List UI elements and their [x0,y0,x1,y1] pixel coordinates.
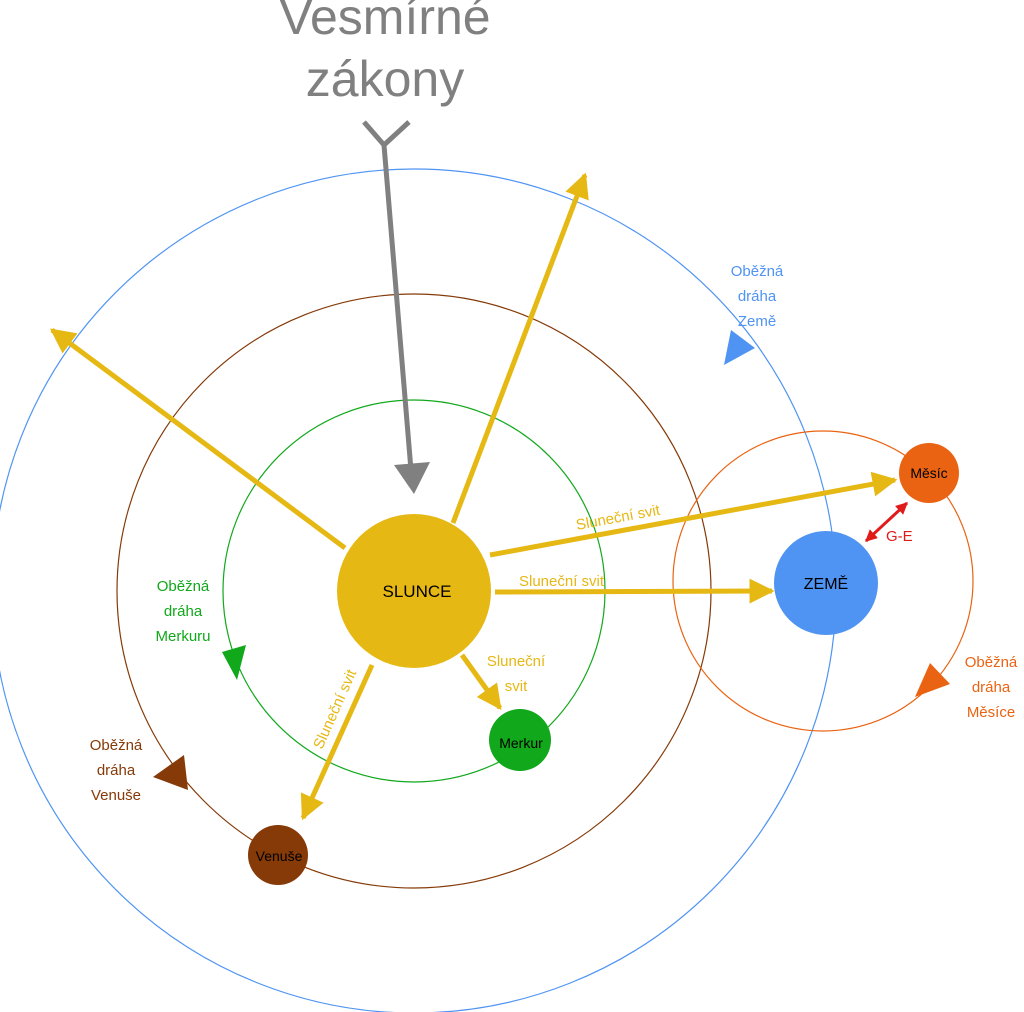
venus-orbit-label-1: Oběžná [90,737,143,754]
title-connector-fork [362,120,411,149]
moon-label: Měsíc [910,465,947,481]
title-line-1: Vesmírné [279,0,491,45]
moon-orbit-label-3: Měsíce [967,704,1015,721]
moon-orbit-arrow [915,663,950,697]
earth-orbit-label-1: Oběžná [731,263,784,280]
mercury-orbit-label-2: dráha [164,603,203,620]
venus-orbit-label-3: Venuše [91,787,141,804]
sun [337,514,491,668]
title-to-sun-arrowhead [394,462,430,494]
ray-to-earth [494,578,775,604]
mercury-label: Merkur [499,735,543,751]
venus-orbit-label: Oběžná dráha Venuše [90,737,143,804]
sun-label: SLUNCE [383,582,452,601]
ray-to-mercury-label-2: svit [505,678,528,695]
diagram-title: Vesmírné zákony [270,0,500,110]
gravity-label: G-E [886,528,913,545]
venus-orbit-arrow [153,755,188,790]
venus [248,825,308,885]
venus-orbit-label-2: dráha [97,762,136,779]
ray-up-left [49,327,347,551]
mercury-orbit-label: Oběžná dráha Merkuru [155,578,210,645]
moon-orbit-label-2: dráha [972,679,1011,696]
moon-orbit [672,430,974,732]
gravity-arrow [864,501,909,543]
earth-orbit-label-2: dráha [738,288,777,305]
mercury-orbit-label-3: Merkuru [155,628,210,645]
ray-to-earth-label: Sluneční svit [519,573,605,590]
earth-orbit-arrow [724,330,755,365]
ray-to-mercury-label-1: Sluneční [487,653,546,670]
mercury [489,709,551,771]
mercury-orbit-label-1: Oběžná [157,578,210,595]
ray-to-venus [300,663,375,821]
earth-orbit-label: Oběžná dráha Země [731,263,784,330]
ray-to-moon [489,471,898,558]
moon-orbit-label: Oběžná dráha Měsíce [965,654,1018,721]
moon-orbit-label-1: Oběžná [965,654,1018,671]
title-to-sun-arrow [381,144,414,471]
earth-orbit-label-3: Země [738,313,776,330]
moon [899,443,959,503]
ray-up-right [450,172,589,524]
venus-label: Venuše [256,848,303,864]
ray-to-mercury [459,653,503,711]
mercury-orbit-arrow [222,645,246,680]
earth-label: ZEMĚ [804,574,848,593]
title-line-2: zákony [305,51,465,107]
earth [774,531,878,635]
